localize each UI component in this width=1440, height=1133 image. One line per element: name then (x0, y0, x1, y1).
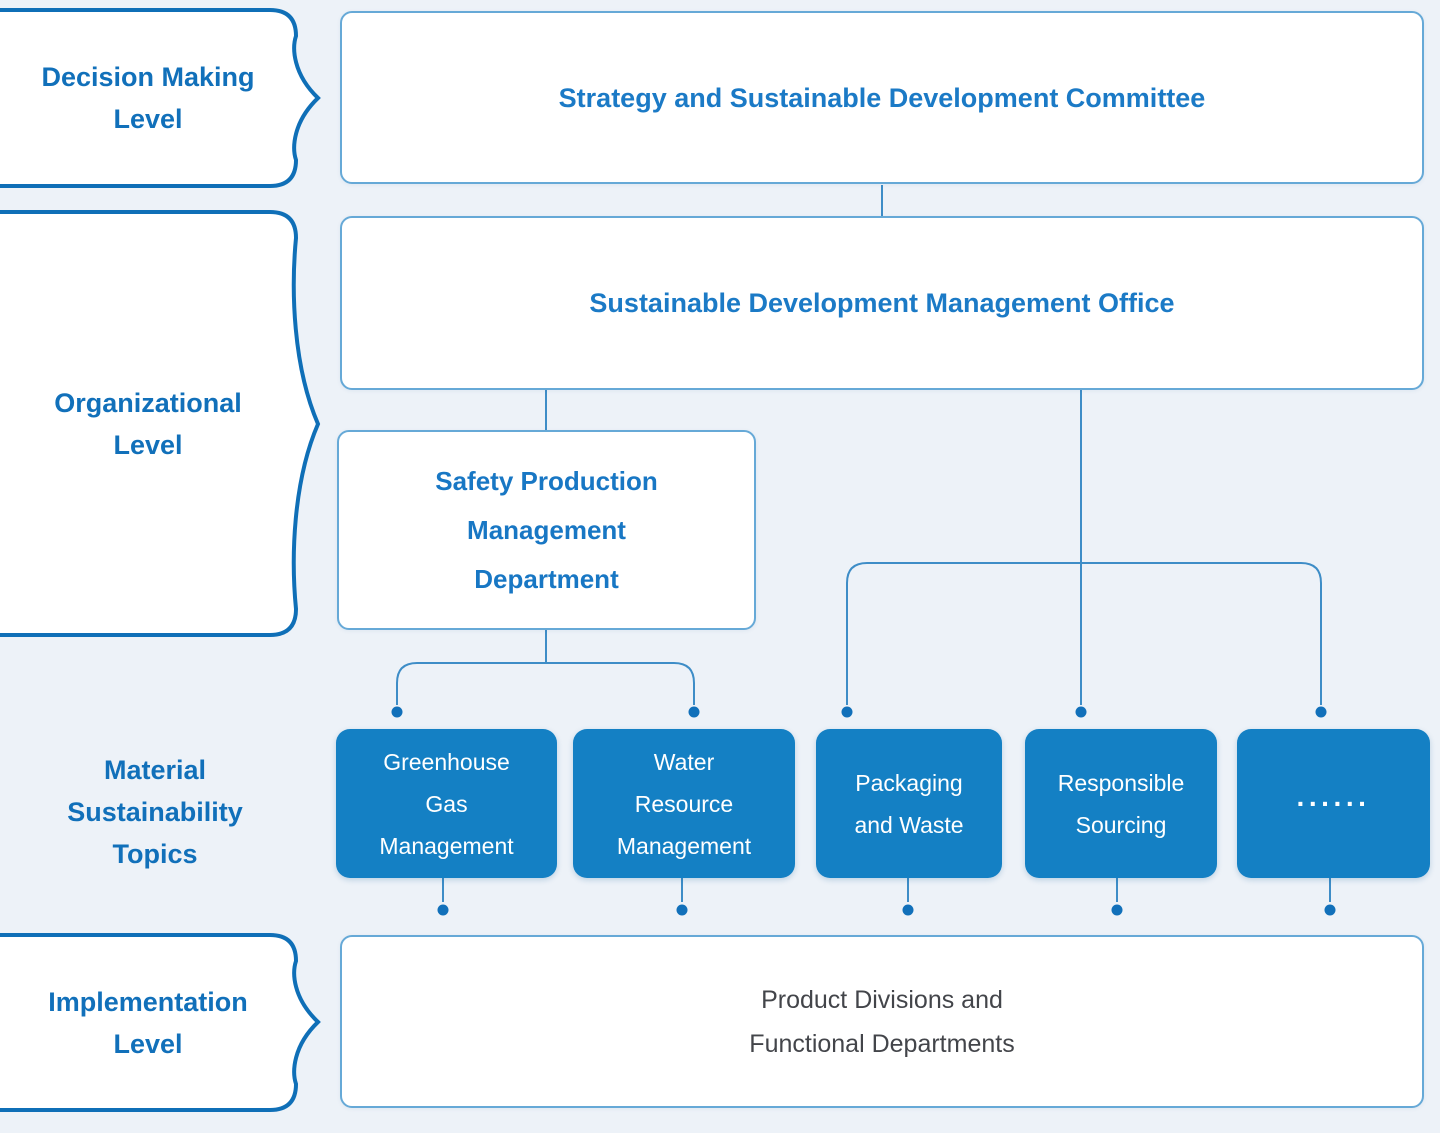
level-label-line: Decision Making (41, 62, 255, 92)
implementation-node: Product Divisions and Functional Departm… (340, 935, 1424, 1108)
topic-line: Sourcing (1075, 811, 1167, 838)
connector-safety-branch (396, 662, 695, 705)
office-node: Sustainable Development Management Offic… (340, 216, 1424, 390)
ellipsis-dots: ······ (1296, 787, 1371, 819)
decision-level-brace (0, 8, 321, 188)
implementation-node-line: Product Divisions and (761, 985, 1003, 1014)
level-label-line: Organizational (54, 387, 242, 418)
organizational-level-brace (0, 210, 321, 637)
implementation-level-brace (0, 933, 321, 1112)
topic-responsible-sourcing: Responsible Sourcing (1025, 729, 1217, 878)
implementation-level-label: Implementation Level (0, 935, 296, 1110)
office-node-label: Sustainable Development Management Offic… (589, 288, 1175, 318)
safety-node-line: Department (474, 563, 619, 594)
topic-line: Management (616, 832, 752, 859)
committee-node: Strategy and Sustainable Development Com… (340, 11, 1424, 184)
level-label-line: Sustainability (67, 797, 243, 827)
topic-line: Resource (634, 790, 734, 817)
level-label-line: Material (103, 755, 207, 785)
level-label-line: Implementation (48, 986, 248, 1017)
connector-office-branch (846, 562, 1322, 705)
organizational-level-label: Organizational Level (0, 212, 296, 635)
material-sustainability-topics-label: Material Sustainability Topics (0, 732, 310, 892)
connector-lines (396, 185, 1331, 902)
topic-line: Packaging (855, 769, 963, 796)
level-label-line: Level (113, 429, 183, 460)
topic-ellipsis: ······ (1237, 729, 1430, 878)
level-label-line: Level (113, 104, 183, 134)
level-braces (0, 8, 321, 1112)
topic-packaging-and-waste: Packaging and Waste (816, 729, 1002, 878)
connector-dots (391, 706, 1336, 916)
topic-line: Greenhouse (383, 748, 510, 775)
level-label-line: Level (113, 1028, 183, 1059)
safety-department-node: Safety Production Management Department (337, 430, 756, 630)
safety-node-line: Safety Production (435, 465, 658, 496)
topic-greenhouse-gas-management: Greenhouse Gas Management (336, 729, 557, 878)
topic-line: Management (379, 832, 514, 859)
safety-node-line: Management (467, 514, 626, 545)
decision-making-level-label: Decision Making Level (0, 10, 296, 186)
implementation-node-line: Functional Departments (749, 1029, 1015, 1058)
topic-line: Responsible (1057, 769, 1185, 796)
level-label-line: Topics (112, 839, 198, 869)
topic-line: Gas (425, 790, 468, 817)
topic-line: and Waste (854, 811, 964, 838)
topic-water-resource-management: Water Resource Management (573, 729, 795, 878)
committee-node-label: Strategy and Sustainable Development Com… (558, 82, 1206, 113)
topic-line: Water (653, 748, 715, 775)
